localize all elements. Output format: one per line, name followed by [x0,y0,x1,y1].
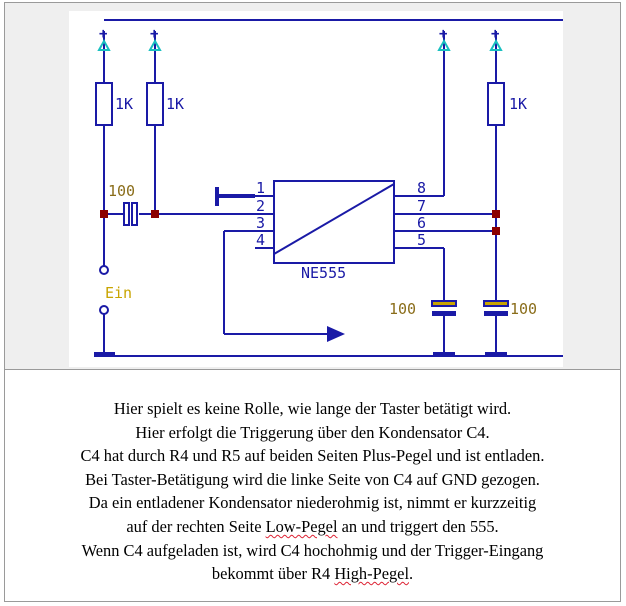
capacitor-right [483,300,509,316]
supply-plus: + [150,26,158,42]
supply-plus: + [439,26,447,42]
resistor-label-right: 1K [509,95,527,113]
resistor-label-left2: 1K [166,95,184,113]
supply-triangle-icon [97,38,111,51]
caption-fragment: an und triggert den 555. [337,516,499,536]
diagram-cell: + + + + 1K 1K 1K NE555 1 2 3 4 8 7 [5,3,620,370]
figure-table: + + + + 1K 1K 1K NE555 1 2 3 4 8 7 [4,2,621,602]
caption-fragment: . [409,564,414,584]
pin-number-8: 8 [417,179,426,197]
junction-node [492,210,500,218]
resistor-r-right [487,82,505,126]
caption-line: bekommt über R4 High-Pegel. [5,562,620,586]
ic-diagonal [273,183,395,255]
resistor-label-left1: 1K [115,95,133,113]
junction-node [151,210,159,218]
capacitor-mid [431,300,457,316]
capacitor-label-right: 100 [510,300,537,318]
junction-node [492,227,500,235]
pin-number-6: 6 [417,214,426,232]
switch-terminal-top [99,265,109,275]
ne555-ic-body [273,180,395,264]
capacitor-label-mid: 100 [389,300,416,318]
ic-label: NE555 [301,264,346,282]
caption-line: C4 hat durch R4 und R5 auf beiden Seiten… [80,446,545,466]
pin-number-3: 3 [256,214,265,232]
supply-triangle-icon [437,38,451,51]
supply-plus: + [491,26,499,42]
junction-node [100,210,108,218]
output-arrow-icon [327,326,345,342]
spellcheck-word: High-Pegel [334,564,409,584]
caption-fragment: auf der rechten Seite [126,516,266,536]
circuit-diagram: + + + + 1K 1K 1K NE555 1 2 3 4 8 7 [94,19,563,357]
caption-text: Hier spielt es keine Rolle, wie lange de… [5,397,620,586]
capacitor-c4 [123,202,138,226]
caption-line: auf der rechten Seite Low-Pegel an und t… [5,515,620,539]
caption-line: Wenn C4 aufgeladen ist, wird C4 hochohmi… [81,540,544,560]
caption-line: Da ein entladener Kondensator niederohmi… [88,493,537,513]
resistor-r-left1 [95,82,113,126]
capacitor-label-c4: 100 [108,182,135,200]
supply-triangle-icon [489,38,503,51]
pin-number-7: 7 [417,197,426,215]
resistor-r-left2 [146,82,164,126]
caption-line: Hier erfolgt die Triggerung über den Kon… [135,422,490,442]
caption-line: Hier spielt es keine Rolle, wie lange de… [113,399,512,418]
spellcheck-word: Low-Pegel [265,516,338,536]
pin-number-1: 1 [256,179,265,197]
ne555-schematic: + + + + 1K 1K 1K NE555 1 2 3 4 8 7 [69,11,563,367]
caption-fragment: bekommt über R4 [211,564,335,584]
supply-plus: + [99,26,107,42]
switch-terminal-bottom [99,305,109,315]
pin-number-4: 4 [256,231,265,249]
supply-triangle-icon [148,38,162,51]
input-label: Ein [105,284,132,302]
pin-number-5: 5 [417,231,426,249]
pin-number-2: 2 [256,197,265,215]
caption-line: Bei Taster-Betätigung wird die linke Sei… [85,469,540,489]
